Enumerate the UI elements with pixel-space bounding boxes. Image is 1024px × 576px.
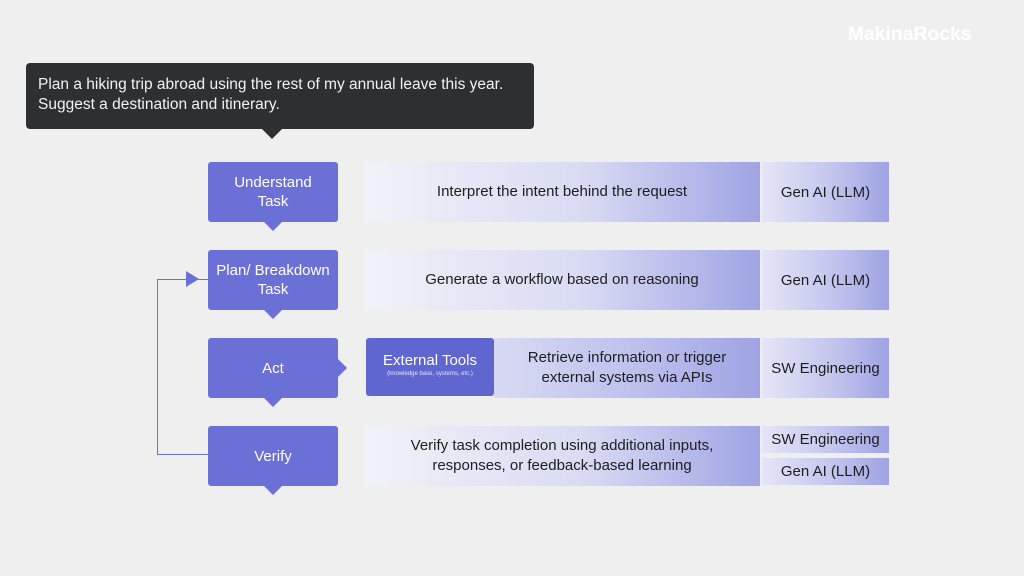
step-pointer — [264, 222, 282, 231]
tech-tag: SW Engineering — [762, 426, 889, 453]
prompt-pointer — [262, 129, 282, 139]
user-prompt-bubble: Plan a hiking trip abroad using the rest… — [26, 63, 534, 129]
step-understand-task: Understand Task — [208, 162, 338, 231]
description-line: Verify task completion using additional … — [410, 437, 714, 454]
brand-logo: MakinaRocks — [848, 24, 972, 45]
step-verify: Verify — [208, 426, 338, 495]
prompt-line: Suggest a destination and itinerary. — [38, 96, 280, 113]
description-line: Retrieve information or trigger — [527, 349, 727, 366]
step-description: Interpret the intent behind the request — [364, 162, 760, 222]
arrow-right-icon — [186, 271, 199, 287]
step-pointer-right — [338, 359, 347, 377]
step-description: Retrieve information or trigger external… — [494, 338, 760, 398]
step-plan-breakdown-task: Plan/ Breakdown Task — [208, 250, 338, 319]
step-act: Act — [208, 338, 347, 407]
feedback-loop-line — [157, 279, 209, 455]
step-label: Act — [262, 359, 284, 377]
external-tools-subtitle: (knowledge base, systems, etc.) — [387, 371, 473, 377]
step-label: Verify — [254, 447, 292, 465]
tech-tag: SW Engineering — [762, 338, 889, 398]
step-pointer — [264, 486, 282, 495]
description-line: external systems via APIs — [541, 369, 713, 386]
step-label: Plan/ Breakdown Task — [216, 262, 330, 298]
step-description: Generate a workflow based on reasoning — [364, 250, 760, 310]
step-pointer — [264, 310, 282, 319]
step-pointer — [264, 398, 282, 407]
prompt-line: Plan a hiking trip abroad using the rest… — [38, 76, 504, 93]
tech-tag: Gen AI (LLM) — [762, 162, 889, 222]
tech-tag: Gen AI (LLM) — [762, 458, 889, 485]
external-tools-box: External Tools (knowledge base, systems,… — [366, 338, 494, 396]
tech-tag: Gen AI (LLM) — [762, 250, 889, 310]
step-description: Verify task completion using additional … — [364, 426, 760, 486]
step-label: Understand Task — [234, 174, 312, 210]
external-tools-title: External Tools — [383, 352, 477, 369]
description-line: responses, or feedback-based learning — [432, 457, 692, 474]
